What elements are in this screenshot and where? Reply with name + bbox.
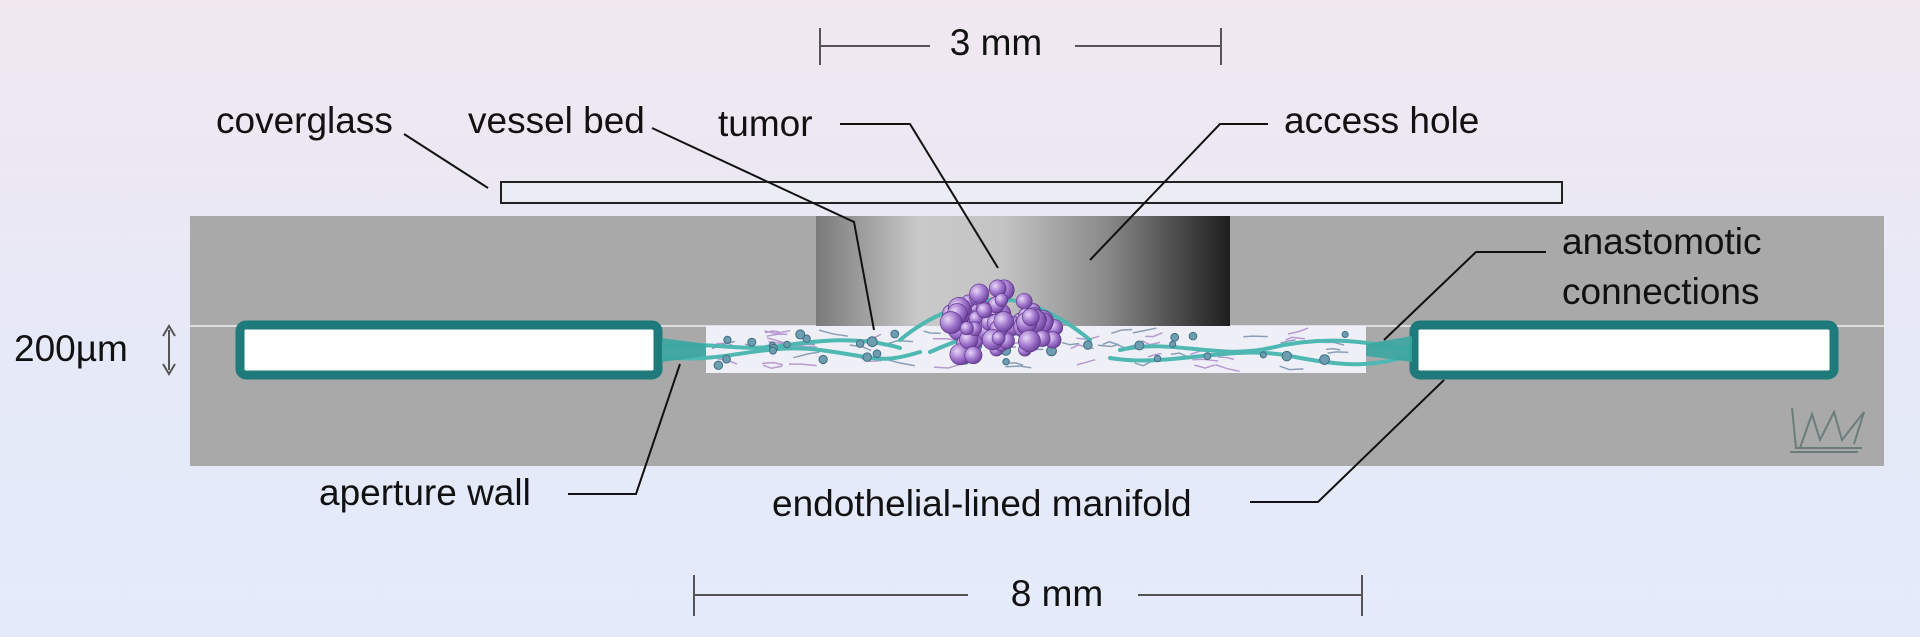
manifold-leader	[1250, 379, 1445, 503]
bed-fiber	[762, 364, 783, 370]
tumor-cell	[1021, 308, 1040, 326]
thickness-indicator: 200µm	[14, 324, 176, 376]
vessel-bed-label: vessel bed	[468, 100, 645, 141]
endothelial-manifold-left	[235, 320, 663, 380]
bed-fiber	[1192, 358, 1219, 362]
lab-logo-icon	[1790, 407, 1865, 453]
bed-fiber	[1005, 365, 1032, 369]
bed-fiber	[788, 363, 817, 367]
vessel-node	[747, 337, 757, 347]
dimension-3mm-label: 3 mm	[950, 22, 1043, 63]
vessel-node	[1341, 330, 1349, 339]
vessel-node	[1203, 352, 1212, 361]
bed-fiber	[1170, 352, 1187, 357]
tumor-cell	[1015, 293, 1033, 310]
bed-fiber	[1243, 335, 1268, 338]
manifold-label: endothelial-lined manifold	[772, 483, 1192, 524]
bed-fiber	[933, 363, 960, 369]
dimension-8mm: 8 mm	[693, 573, 1363, 616]
coverglass-label: coverglass	[216, 100, 393, 141]
tumor-cell	[964, 346, 983, 365]
bed-fiber	[1285, 336, 1306, 341]
vessel-node	[802, 334, 811, 343]
anastomotic-leader	[1383, 251, 1546, 341]
bed-fiber	[1217, 356, 1234, 360]
tumor-cell	[939, 311, 963, 334]
vessel-node	[713, 360, 724, 371]
vessel-node	[1153, 354, 1162, 363]
anastomotic-label-line2: connections	[1562, 271, 1759, 312]
tumor-cell	[976, 302, 993, 319]
bed-fiber	[762, 361, 784, 366]
vessel-node	[1169, 340, 1177, 348]
vessel-node	[1281, 350, 1292, 362]
aperture-wall-label: aperture wall	[319, 472, 531, 513]
bed-fiber	[888, 339, 914, 345]
vessel-node	[1002, 357, 1010, 366]
tumor-cell	[959, 321, 974, 336]
bed-fiber	[818, 329, 848, 337]
tumor-leader	[840, 123, 999, 269]
bed-fiber	[923, 330, 941, 335]
access-hole-label: access hole	[1284, 100, 1479, 141]
bed-fiber	[1287, 327, 1309, 335]
vessel-node	[783, 340, 791, 349]
bed-fiber	[1111, 328, 1133, 334]
tumor-label: tumor	[718, 103, 813, 144]
vessel-node	[769, 346, 777, 355]
tumor-cluster	[939, 279, 1064, 366]
bed-fiber	[1145, 332, 1163, 338]
tumor-cell	[991, 331, 1006, 345]
vessel-node	[866, 336, 878, 348]
vessel-node	[855, 339, 865, 348]
bed-fiber	[1061, 341, 1080, 346]
vessel-node	[1170, 332, 1180, 342]
bed-fiber	[1325, 347, 1341, 351]
vessel-node	[862, 352, 872, 362]
bed-fiber	[1076, 358, 1096, 366]
tumor-cell	[969, 283, 990, 304]
bed-fiber	[1279, 365, 1304, 371]
bed-fiber	[1134, 361, 1151, 367]
endothelial-manifold-right	[1409, 320, 1839, 380]
vessel-bed-leader	[651, 127, 875, 331]
bed-fiber	[766, 337, 787, 345]
bed-fiber	[1194, 364, 1216, 369]
tumor-cell	[1018, 329, 1041, 353]
vessel-node	[795, 329, 806, 340]
bed-fiber	[1280, 339, 1296, 344]
anastomotic-connection-right	[1366, 336, 1412, 362]
vessel-node	[1134, 340, 1145, 351]
vessel-node	[872, 349, 882, 359]
vessel-node	[890, 329, 900, 339]
vessel-node	[818, 354, 828, 365]
bed-fiber	[1147, 352, 1162, 358]
bed-fiber	[764, 330, 780, 334]
vessel-node	[723, 335, 732, 344]
vessel-node	[1083, 340, 1093, 350]
bed-fiber	[1327, 351, 1349, 354]
bed-fiber	[766, 333, 788, 337]
dimension-3mm: 3 mm	[819, 22, 1222, 65]
anastomotic-connection-left	[662, 338, 706, 362]
coverglass-leader	[403, 133, 489, 189]
thickness-label: 200µm	[14, 328, 128, 369]
tumor-cell	[994, 293, 1009, 307]
vessel-nodes	[713, 329, 1349, 371]
bed-fiber	[932, 337, 955, 341]
vessel-node	[1319, 354, 1330, 365]
tumor-cell	[993, 311, 1015, 332]
access-hole-leader	[1089, 123, 1268, 261]
aperture-wall-leader	[568, 363, 681, 495]
bed-fiber	[793, 351, 820, 359]
vessel-node	[1259, 351, 1267, 359]
bed-fiber	[1132, 327, 1157, 334]
anastomotic-label-line1: anastomotic	[1562, 221, 1762, 262]
vessel-node	[1188, 331, 1198, 341]
coverglass	[500, 181, 1563, 204]
bed-fiber	[1215, 364, 1240, 373]
vessel-node	[722, 354, 731, 364]
dimension-8mm-label: 8 mm	[1011, 573, 1104, 614]
